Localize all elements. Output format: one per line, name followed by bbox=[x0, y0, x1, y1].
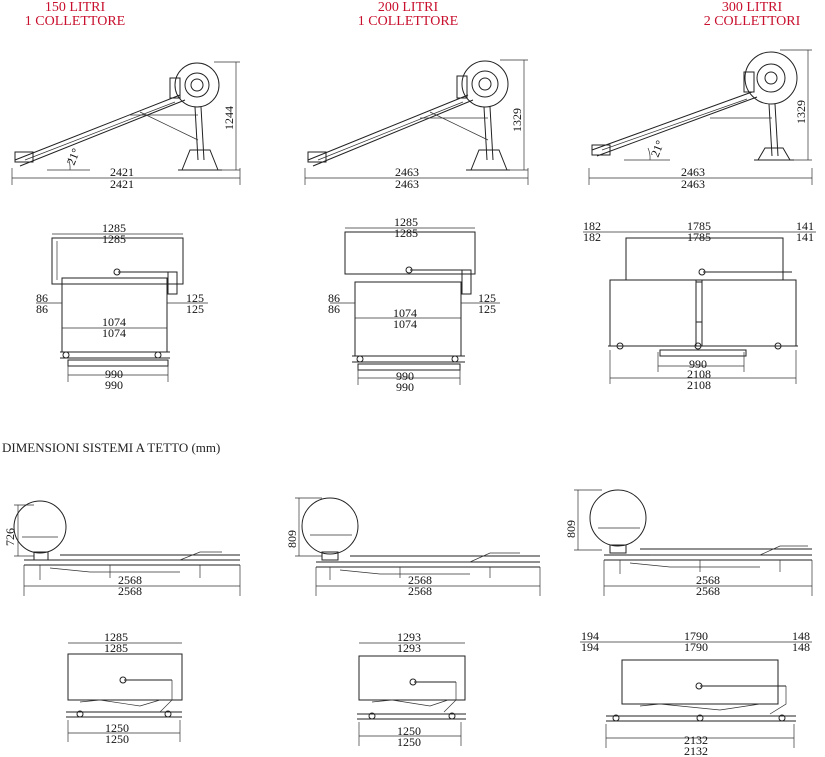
roof-top-150: 1285 1285 1250 1250 bbox=[66, 630, 183, 746]
inner-dim: 990 bbox=[689, 357, 707, 371]
top-dim-a: 1785 bbox=[687, 219, 711, 233]
mid-dim-a: 1074 bbox=[102, 315, 126, 329]
right-dim-b: 125 bbox=[186, 302, 204, 316]
header-line1: 300 LITRI bbox=[721, 0, 783, 15]
header-200: 200 LITRI 1 COLLETTORE bbox=[338, 1, 478, 29]
right-dim-b: 148 bbox=[792, 640, 810, 654]
top-dim-b: 1285 bbox=[394, 226, 418, 240]
header-line1: 150 LITRI bbox=[44, 0, 106, 15]
rack-top-200: 1285 1285 86 86 125 125 1074 1074 990 99… bbox=[328, 215, 500, 394]
header-line2: 1 COLLETTORE bbox=[24, 14, 126, 29]
header-line2: 1 COLLETTORE bbox=[357, 14, 459, 29]
bottom-dim-a: 1250 bbox=[105, 721, 129, 735]
header-150: 150 LITRI 1 COLLETTORE bbox=[5, 1, 145, 29]
roof-side-150: 726 2568 2568 bbox=[3, 500, 241, 598]
header-line2: 2 COLLETTORI bbox=[703, 14, 801, 29]
bottom-dim-a: 2108 bbox=[687, 367, 711, 381]
height-dim: 1244 bbox=[222, 106, 236, 130]
roof-side-300: 809 2568 2568 bbox=[564, 489, 813, 598]
angle-label: 21° bbox=[64, 146, 83, 167]
angle-label: 21° bbox=[648, 138, 667, 159]
bottom-dim-b: 1250 bbox=[105, 732, 129, 746]
length-dim-b: 2568 bbox=[118, 584, 142, 598]
rack-top-150: 1285 1285 86 86 125 125 1074 1074 990 99… bbox=[36, 221, 208, 392]
left-dim-a: 86 bbox=[328, 291, 340, 305]
height-dim: 1329 bbox=[794, 100, 808, 124]
bottom-dim-b: 2132 bbox=[684, 744, 708, 757]
top-dim-a: 1285 bbox=[394, 215, 418, 229]
left-dim-a: 86 bbox=[36, 291, 48, 305]
left-dim-b: 182 bbox=[583, 230, 601, 244]
top-dim-b: 1790 bbox=[684, 640, 708, 654]
rack-side-150: 21° 1244 2421 2421 bbox=[11, 61, 241, 191]
rack-top-300: 182 182 1785 1785 141 141 990 2108 2108 bbox=[583, 219, 816, 392]
height-dim: 726 bbox=[3, 528, 17, 546]
top-dim-b: 1785 bbox=[687, 230, 711, 244]
length-dim-a: 2463 bbox=[681, 165, 705, 179]
bottom-dim-b: 2108 bbox=[687, 378, 711, 392]
left-dim-a: 194 bbox=[581, 629, 599, 643]
right-dim-a: 141 bbox=[796, 219, 814, 233]
bottom-dim-a: 1250 bbox=[397, 724, 421, 738]
height-dim: 809 bbox=[564, 520, 578, 538]
right-dim-b: 125 bbox=[478, 302, 496, 316]
mid-dim-a: 1074 bbox=[393, 306, 417, 320]
length-dim-b: 2421 bbox=[110, 177, 134, 191]
mid-dim-b: 1074 bbox=[102, 326, 126, 340]
left-dim-b: 86 bbox=[36, 302, 48, 316]
right-dim-a: 125 bbox=[186, 291, 204, 305]
bottom-dim-a: 990 bbox=[396, 369, 414, 383]
bottom-dim-b: 990 bbox=[105, 378, 123, 392]
bottom-dim-b: 1250 bbox=[397, 735, 421, 749]
roof-top-200: 1293 1293 1250 1250 bbox=[357, 630, 466, 749]
length-dim-a: 2568 bbox=[696, 573, 720, 587]
top-dim-a: 1790 bbox=[684, 629, 708, 643]
bottom-dim-a: 2132 bbox=[684, 733, 708, 747]
section-title: DIMENSIONI SISTEMI A TETTO (mm) bbox=[2, 440, 221, 455]
right-dim-b: 141 bbox=[796, 230, 814, 244]
left-dim-a: 182 bbox=[583, 219, 601, 233]
bottom-dim-b: 990 bbox=[396, 380, 414, 394]
rack-side-200: 1329 2463 2463 bbox=[304, 59, 529, 191]
bottom-dim-a: 990 bbox=[105, 367, 123, 381]
length-dim-b: 2568 bbox=[696, 584, 720, 598]
top-dim-a: 1285 bbox=[102, 221, 126, 235]
roof-top-300: 194 194 1790 1790 148 148 2132 2132 bbox=[580, 629, 812, 757]
roof-side-200: 809 2568 2568 bbox=[285, 497, 541, 598]
length-dim-a: 2421 bbox=[110, 165, 134, 179]
right-dim-a: 148 bbox=[792, 629, 810, 643]
length-dim-b: 2463 bbox=[681, 177, 705, 191]
top-dim-b: 1293 bbox=[397, 641, 421, 655]
top-dim-a: 1285 bbox=[104, 630, 128, 644]
length-dim-b: 2568 bbox=[408, 584, 432, 598]
height-dim: 809 bbox=[285, 530, 299, 548]
top-dim-a: 1293 bbox=[397, 630, 421, 644]
left-dim-b: 86 bbox=[328, 302, 340, 316]
length-dim-a: 2568 bbox=[118, 573, 142, 587]
length-dim-a: 2463 bbox=[395, 165, 419, 179]
top-dim-b: 1285 bbox=[102, 232, 126, 246]
height-dim: 1329 bbox=[510, 108, 524, 132]
right-dim-a: 125 bbox=[478, 291, 496, 305]
rack-side-300: 21° 1329 2463 2463 bbox=[588, 49, 813, 191]
length-dim-a: 2568 bbox=[408, 573, 432, 587]
top-dim-b: 1285 bbox=[104, 641, 128, 655]
header-300: 300 LITRI 2 COLLETTORI bbox=[682, 1, 822, 29]
header-line1: 200 LITRI bbox=[377, 0, 439, 15]
mid-dim-b: 1074 bbox=[393, 317, 417, 331]
length-dim-b: 2463 bbox=[395, 177, 419, 191]
left-dim-b: 194 bbox=[581, 640, 599, 654]
